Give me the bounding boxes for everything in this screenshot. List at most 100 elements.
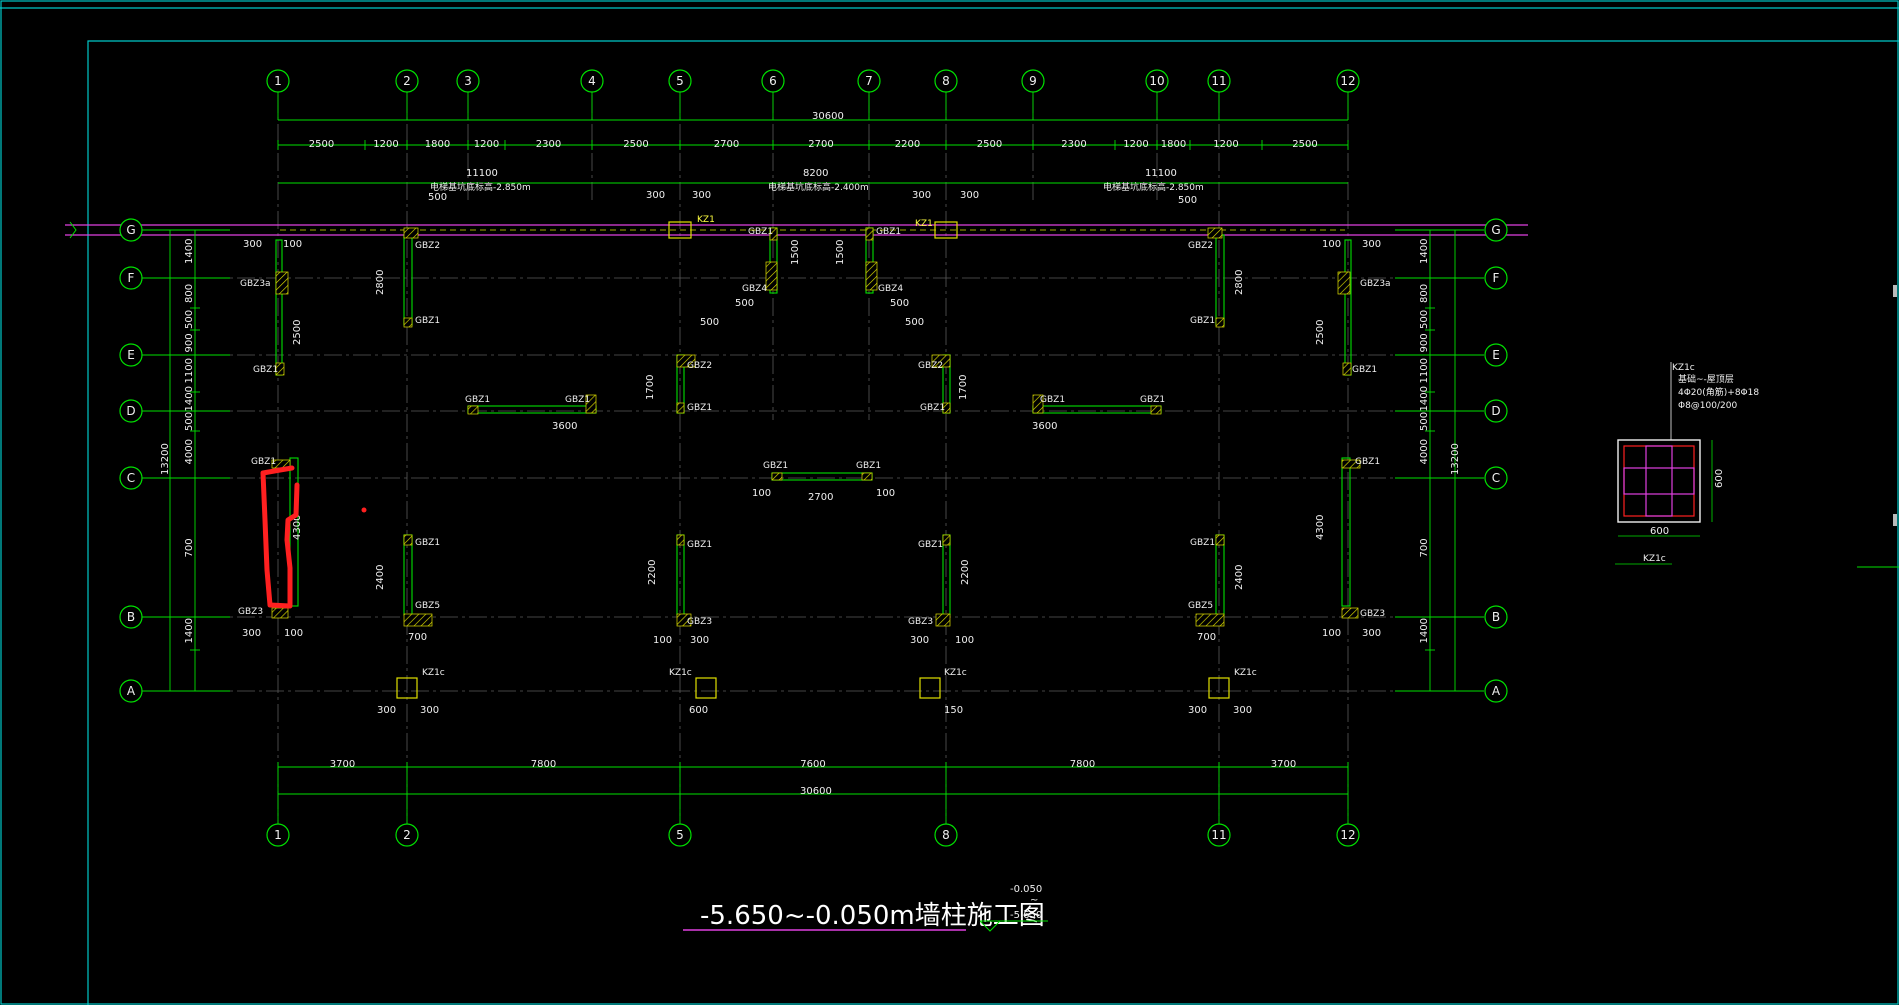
cad-mark: GBZ4: [878, 284, 903, 294]
cad-mark: 1700: [958, 375, 969, 400]
cad-mark: [1195, 613, 1225, 627]
cad-mark: [467, 405, 597, 414]
cad-mark: 4300: [292, 515, 303, 540]
cad-mark: 500: [890, 298, 909, 309]
cad-mark: 300: [1233, 705, 1252, 716]
axis-bubble-6: [761, 69, 785, 93]
axis-label-bottom-12: 12: [1340, 828, 1355, 842]
cad-mark: 2500: [1315, 320, 1326, 345]
cad-mark: GBZ2: [415, 241, 440, 251]
detail-main-rebar: 4Φ20(角筋)+8Φ18: [1678, 386, 1759, 398]
cad-mark: GBZ1: [687, 540, 712, 550]
cad-mark: [275, 362, 285, 376]
elevation-top: -0.050: [1010, 884, 1042, 895]
detail-name: KZ1c: [1672, 363, 1695, 373]
cad-mark: [942, 534, 951, 546]
cad-mark: [1215, 234, 1225, 326]
cad-mark: [676, 354, 696, 368]
row-bubble-right-F: [1484, 266, 1508, 290]
cad-mark: 700: [408, 632, 427, 643]
grid-line-g: [65, 221, 1528, 239]
dim-vertical-seg: 900: [184, 333, 195, 352]
row-bubble-left-C: [119, 466, 143, 490]
cad-mark: [361, 507, 367, 513]
cad-mark: 1500: [790, 240, 801, 265]
cad-mark: KZ1c: [944, 668, 967, 678]
cad-mark: GBZ5: [415, 601, 440, 611]
cad-mark: [403, 534, 413, 616]
cad-mark: [1215, 534, 1225, 616]
cad-mark: [942, 402, 951, 414]
axis-bubble-2: [395, 69, 419, 93]
cad-mark: 300: [420, 705, 439, 716]
axis-label-4: 4: [588, 74, 596, 88]
cad-mark: [275, 271, 289, 295]
dim-sub-1: 11100: [466, 168, 498, 179]
cad-mark: [1215, 317, 1225, 328]
red-markup-annotation[interactable]: [260, 465, 367, 609]
cad-mark: GBZ1: [253, 365, 278, 375]
dim-sub-2: 8200: [803, 168, 828, 179]
cad-mark: [676, 534, 685, 546]
cad-mark: [676, 402, 685, 414]
cad-mark: 300: [692, 190, 711, 201]
row-bubble-left-G: [119, 218, 143, 242]
cad-mark: GBZ3a: [1360, 279, 1391, 289]
axis-bubble-bottom-8: [934, 823, 958, 847]
cad-mark: [1208, 677, 1230, 699]
cad-mark: 700: [1197, 632, 1216, 643]
cad-mark: [1207, 227, 1223, 239]
dim-top-seg: 2500: [1292, 139, 1317, 150]
row-label-right-C: C: [1492, 471, 1500, 485]
note-pit-right: 电梯基坑底标高-2.850m: [1103, 181, 1204, 193]
axis-bubble-7: [857, 69, 881, 93]
cad-mark: GBZ1: [748, 227, 773, 237]
axis-label-bottom-11: 11: [1211, 828, 1226, 842]
cad-mark: GBZ3: [238, 607, 263, 617]
dim-top-seg: 1200: [1213, 139, 1238, 150]
axis-label-5: 5: [676, 74, 684, 88]
cad-mark: [1893, 514, 1897, 526]
cad-mark: GBZ1: [687, 403, 712, 413]
dim-top-seg: 2300: [536, 139, 561, 150]
cad-mark: [765, 261, 778, 291]
cad-mark: [676, 534, 685, 616]
cad-mark: [1893, 285, 1897, 297]
cad-mark: 2400: [375, 565, 386, 590]
cad-mark: 100: [1322, 239, 1341, 250]
axis-label-bottom-1: 1: [274, 828, 282, 842]
cad-mark: [467, 405, 479, 415]
cad-mark: 2200: [647, 560, 658, 585]
dim-vertical-seg: 1400: [184, 386, 195, 411]
detail-stirrups: Φ8@100/200: [1678, 401, 1737, 411]
dim-vertical-seg: 1400: [1419, 618, 1430, 643]
cad-mark: [1623, 445, 1695, 517]
axis-label-bottom-5: 5: [676, 828, 684, 842]
cad-mark: 2800: [375, 270, 386, 295]
axis-label-8: 8: [942, 74, 950, 88]
cad-mark: 300: [960, 190, 979, 201]
axis-label-9: 9: [1029, 74, 1037, 88]
cad-mark: [1341, 607, 1359, 619]
cad-mark: GBZ2: [687, 361, 712, 371]
cad-mark: GBZ1: [856, 461, 881, 471]
cad-mark: [1150, 405, 1162, 415]
row-label-left-B: B: [127, 610, 135, 624]
cad-mark: GBZ1: [1190, 316, 1215, 326]
axis-bubble-10: [1145, 69, 1169, 93]
dim-vertical-seg: 1400: [184, 239, 195, 264]
cad-mark: [403, 227, 419, 239]
axis-bubble-5: [668, 69, 692, 93]
cad-mark: KZ1c: [669, 668, 692, 678]
cad-mark: [403, 317, 413, 328]
cad-mark: 500: [905, 317, 924, 328]
row-bubble-right-D: [1484, 399, 1508, 423]
axis-label-6: 6: [769, 74, 777, 88]
note-pit-left: 电梯基坑底标高-2.850m: [430, 181, 531, 193]
